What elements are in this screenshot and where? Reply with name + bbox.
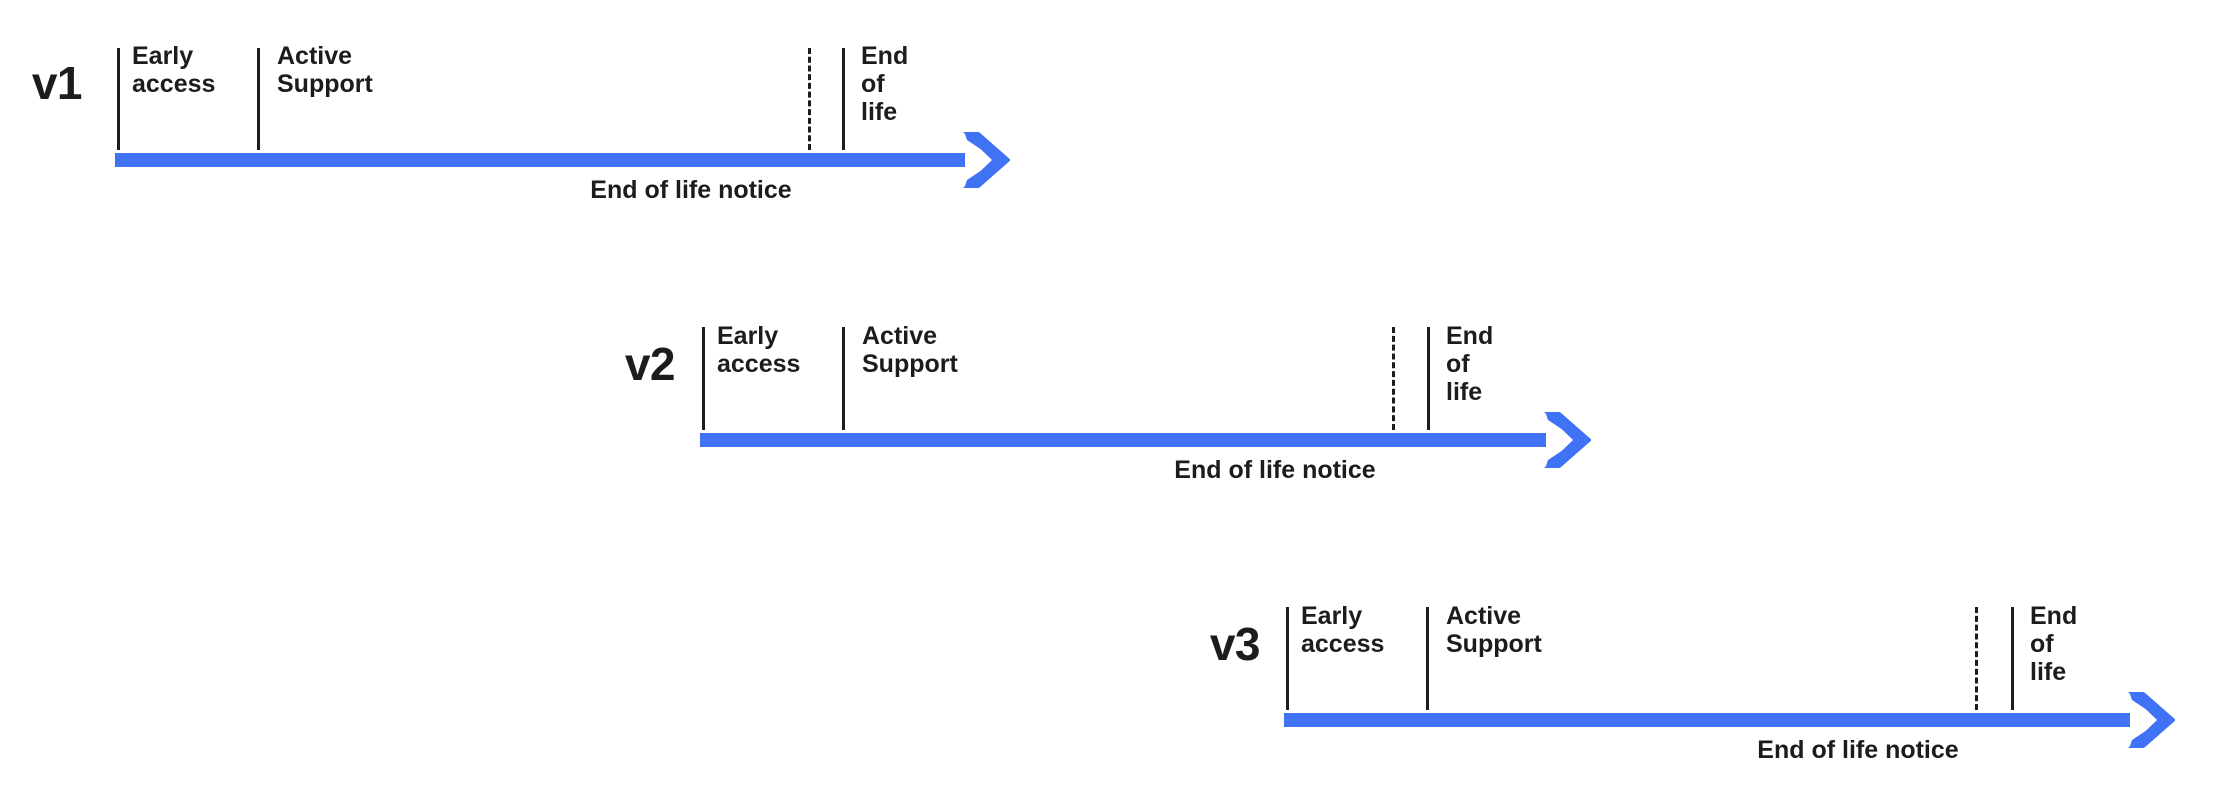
end-of-life-start-tick: [2011, 607, 2014, 710]
early-access-start-tick: [702, 327, 705, 430]
version-label-v2: v2: [624, 338, 676, 390]
end-of-life-start-tick: [1427, 327, 1430, 430]
timeline-bar: [115, 153, 965, 167]
phase-active-support: Active Support: [1446, 602, 1542, 658]
phase-early-access: Early access: [132, 42, 216, 98]
phase-end-of-life: End of life: [1446, 322, 1494, 406]
version-label-v1: v1: [31, 57, 83, 109]
timeline-arrow-icon: [1540, 410, 1592, 470]
end-of-life-notice-label: End of life notice: [590, 176, 792, 204]
phase-end-of-life: End of life: [861, 42, 909, 126]
end-of-life-notice-label: End of life notice: [1757, 736, 1959, 764]
end-of-life-notice-tick: [1975, 607, 1978, 710]
version-label-v3: v3: [1209, 618, 1261, 670]
active-support-start-tick: [257, 48, 260, 150]
end-of-life-notice-label: End of life notice: [1174, 456, 1376, 484]
early-access-start-tick: [117, 48, 120, 150]
timeline-arrow-icon: [2124, 690, 2176, 750]
timeline-bar: [1284, 713, 2130, 727]
early-access-start-tick: [1286, 607, 1289, 710]
phase-active-support: Active Support: [277, 42, 373, 98]
phase-end-of-life: End of life: [2030, 602, 2078, 686]
active-support-start-tick: [1426, 607, 1429, 710]
end-of-life-notice-tick: [808, 48, 811, 150]
phase-active-support: Active Support: [862, 322, 958, 378]
timeline-track-v1: [115, 132, 1017, 188]
end-of-life-notice-tick: [1392, 327, 1395, 430]
timeline-track-v2: [700, 412, 1598, 468]
timeline-arrow-icon: [959, 130, 1011, 190]
timeline-bar: [700, 433, 1546, 447]
phase-early-access: Early access: [717, 322, 801, 378]
timeline-track-v3: [1284, 692, 2183, 748]
phase-early-access: Early access: [1301, 602, 1385, 658]
end-of-life-start-tick: [842, 48, 845, 150]
active-support-start-tick: [842, 327, 845, 430]
